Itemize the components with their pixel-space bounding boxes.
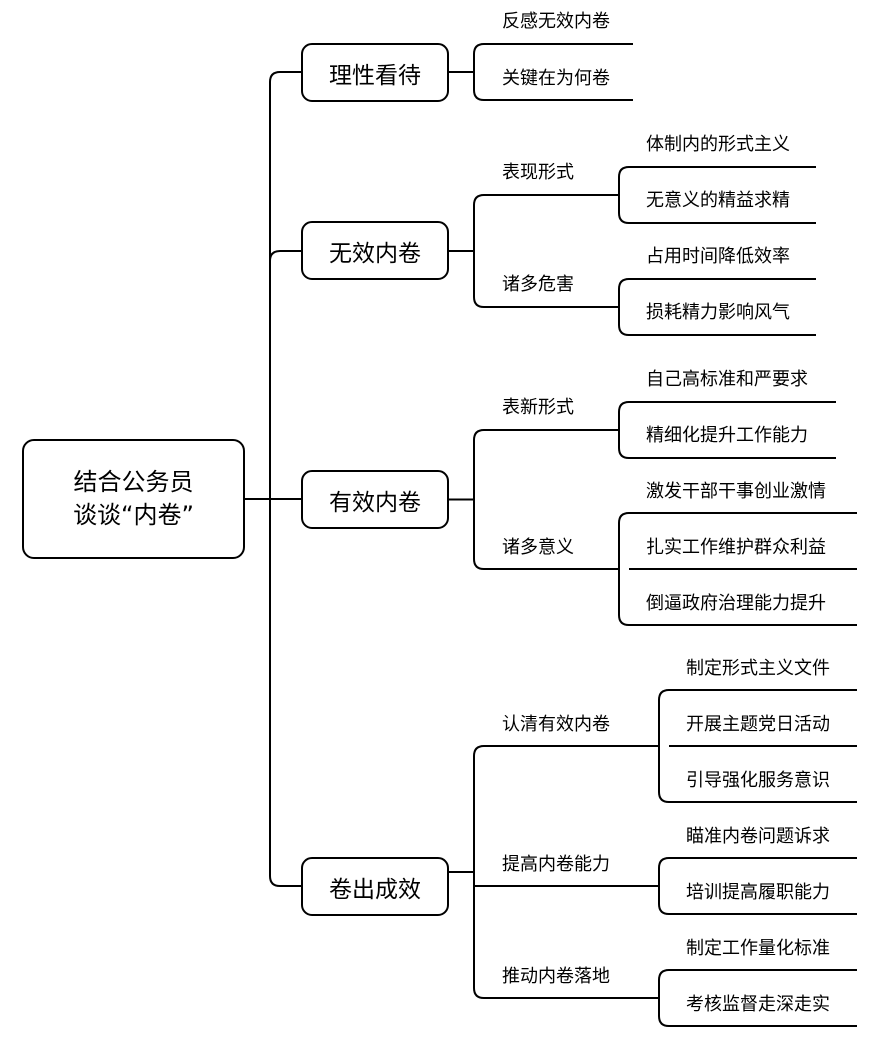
branch3-group1-bracket-spine xyxy=(658,857,670,915)
group-label: 认清有效内卷 xyxy=(502,714,610,735)
leaf-label: 制定形式主义文件 xyxy=(686,658,830,679)
leaf-label: 关键在为何卷 xyxy=(502,68,610,89)
leaf-label: 扎实工作维护群众利益 xyxy=(646,537,826,558)
branch-node-rational-view: 理性看待 xyxy=(301,43,449,102)
branch-label: 有效内卷 xyxy=(329,489,421,516)
branch0-bracket-spine xyxy=(473,43,485,101)
root-node: 结合公务员 谈谈“内卷” xyxy=(22,439,245,559)
branch3-group2-bracket-spine xyxy=(658,969,670,1027)
branch3-group0-bracket-spine xyxy=(658,689,670,803)
branch2-group0-bracket-spine xyxy=(618,401,630,459)
group-label: 诸多意义 xyxy=(502,537,574,558)
group-label: 推动内卷落地 xyxy=(502,966,610,987)
root-label: 结合公务员 谈谈“内卷” xyxy=(73,468,194,529)
leaf-label: 倒逼政府治理能力提升 xyxy=(646,593,826,614)
leaf-label: 培训提高履职能力 xyxy=(686,882,830,903)
leaf-label: 瞄准内卷问题诉求 xyxy=(686,826,830,847)
branch1-bracket-spine xyxy=(473,194,485,308)
branch2-bracket-spine xyxy=(473,429,485,570)
group-label: 提高内卷能力 xyxy=(502,854,610,875)
branch1-group1-bracket-spine xyxy=(618,278,630,336)
trunk-branch-1 xyxy=(269,250,301,262)
leaf-label: 损耗精力影响风气 xyxy=(646,302,790,323)
leaf-label: 考核监督走深走实 xyxy=(686,994,830,1015)
trunk-line xyxy=(269,71,301,887)
branch1-group0-bracket-spine xyxy=(618,166,630,224)
branch-node-ineffective-involution: 无效内卷 xyxy=(301,221,449,280)
leaf-label: 无意义的精益求精 xyxy=(646,190,790,211)
leaf-label: 开展主题党日活动 xyxy=(686,714,830,735)
branch3-bracket-spine xyxy=(473,745,485,999)
leaf-label: 反感无效内卷 xyxy=(502,11,610,32)
group-label: 表现形式 xyxy=(502,162,574,183)
leaf-label: 激发干部干事创业激情 xyxy=(646,481,826,502)
group-label: 诸多危害 xyxy=(502,274,574,295)
branch-label: 卷出成效 xyxy=(329,876,421,903)
leaf-label: 制定工作量化标准 xyxy=(686,938,830,959)
branch-label: 理性看待 xyxy=(329,62,421,89)
leaf-label: 精细化提升工作能力 xyxy=(646,425,808,446)
leaf-label: 体制内的形式主义 xyxy=(646,134,790,155)
leaf-label: 引导强化服务意识 xyxy=(686,770,830,791)
leaf-label: 自己高标准和严要求 xyxy=(646,369,808,390)
branch-label: 无效内卷 xyxy=(329,240,421,267)
branch2-group1-bracket-spine xyxy=(618,512,630,626)
branch-node-effective-involution: 有效内卷 xyxy=(301,470,449,529)
group-label: 表新形式 xyxy=(502,397,574,418)
leaf-label: 占用时间降低效率 xyxy=(646,246,790,267)
branch-node-achieve-results: 卷出成效 xyxy=(301,857,449,916)
